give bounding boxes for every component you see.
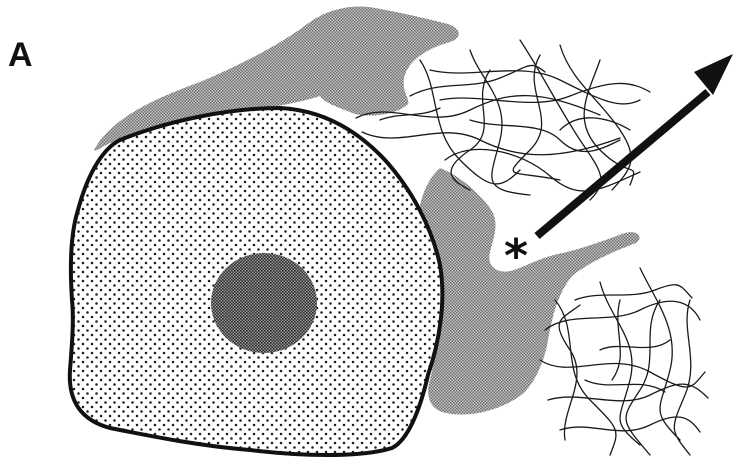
fiber-tangle-lower xyxy=(540,268,708,455)
asterisk-marker: * xyxy=(504,229,528,283)
nucleus xyxy=(211,253,317,353)
lower-grey-process xyxy=(418,168,640,414)
panel-label-a: A xyxy=(8,36,33,74)
